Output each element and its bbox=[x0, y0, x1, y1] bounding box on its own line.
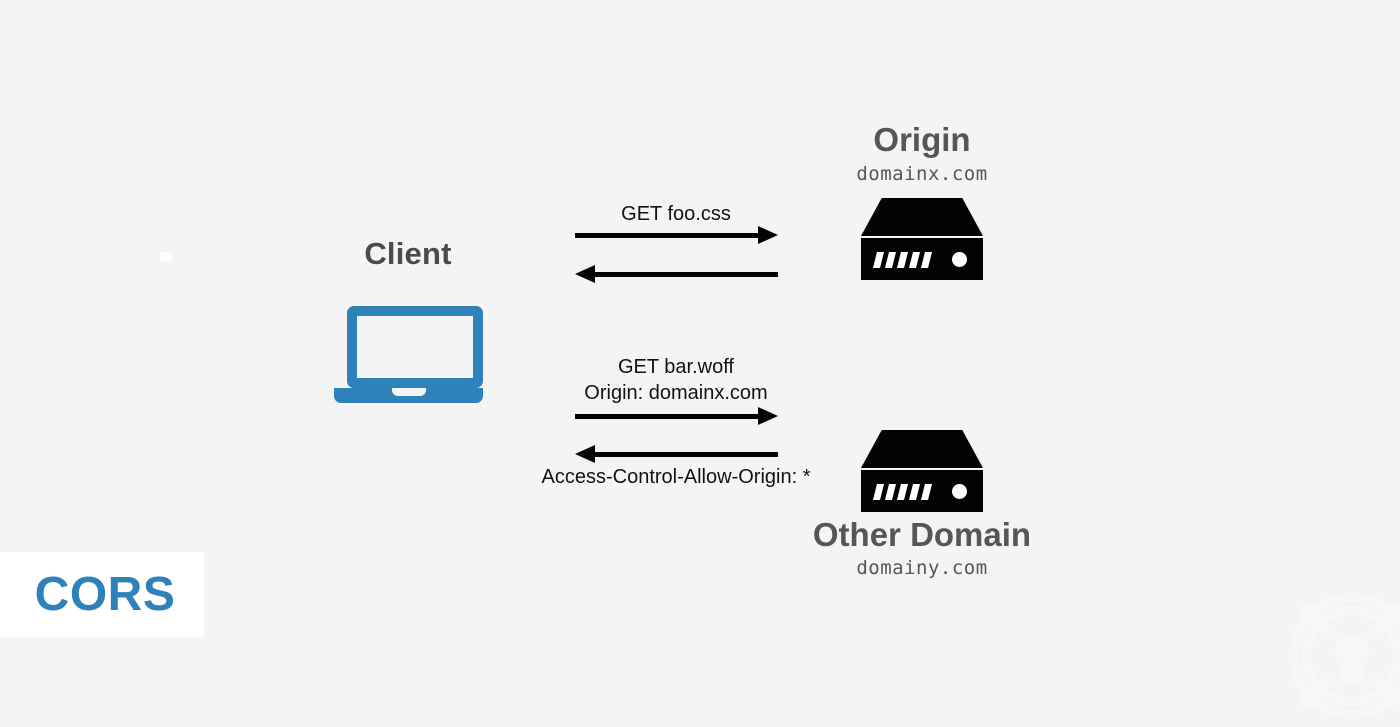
cors-title: CORS bbox=[34, 568, 176, 621]
flow-label-cross-request-line2: Origin: domainx.com bbox=[584, 382, 768, 404]
arrow-head-right-icon bbox=[758, 226, 778, 244]
origin-server-icon bbox=[861, 198, 983, 280]
other-domain-title: Other Domain bbox=[812, 516, 1032, 553]
arrow-shaft bbox=[593, 452, 778, 457]
arrow-cross-request bbox=[575, 407, 778, 425]
server-led-bars bbox=[873, 484, 937, 500]
arrow-head-right-icon bbox=[758, 407, 778, 425]
server-power-indicator bbox=[952, 484, 967, 499]
laptop-screen bbox=[347, 306, 483, 388]
flow-label-origin-request: GET foo.css bbox=[621, 203, 731, 225]
arrow-shaft bbox=[575, 233, 760, 238]
arrow-head-left-icon bbox=[575, 265, 595, 283]
server-lid bbox=[861, 430, 983, 468]
client-label: Client bbox=[364, 236, 452, 271]
server-chassis bbox=[861, 470, 983, 512]
laptop-notch bbox=[392, 388, 426, 396]
arrow-head-left-icon bbox=[575, 445, 595, 463]
arrow-origin-request bbox=[575, 226, 778, 244]
arrow-shaft bbox=[593, 272, 778, 277]
other-domain-server-icon bbox=[861, 430, 983, 512]
origin-title: Origin bbox=[873, 121, 971, 158]
server-chassis bbox=[861, 238, 983, 280]
server-led-bars bbox=[873, 252, 937, 268]
flow-label-cross-request-line1: GET bar.woff bbox=[618, 356, 734, 378]
arrow-origin-response bbox=[575, 265, 778, 283]
laptop-icon bbox=[334, 306, 483, 404]
origin-domain: domainx.com bbox=[856, 163, 988, 185]
diagram-canvas: Client Origin domainx.com Other Domain d… bbox=[0, 121, 1032, 637]
keyhole-logo-watermark-icon bbox=[1286, 590, 1400, 722]
cors-title-plate: CORS bbox=[0, 552, 204, 637]
background-speck bbox=[160, 252, 172, 262]
arrow-cross-response bbox=[575, 445, 778, 463]
flow-label-cross-response: Access-Control-Allow-Origin: * bbox=[541, 466, 811, 488]
server-power-indicator bbox=[952, 252, 967, 267]
server-lid bbox=[861, 198, 983, 236]
other-domain-domain: domainy.com bbox=[856, 557, 988, 579]
arrow-shaft bbox=[575, 414, 760, 419]
